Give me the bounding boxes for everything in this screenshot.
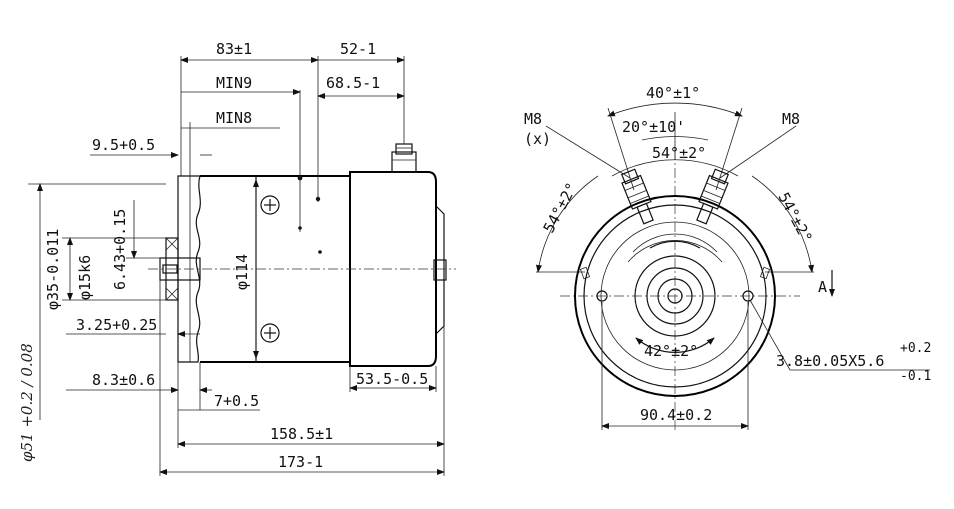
view-a-label: A [818,278,827,296]
dim-53-5: 53.5-0.5 [356,370,428,388]
angle-54-right: 54°±2° [774,189,815,245]
dim-slot-tol-down: -0.1 [900,369,931,384]
dim-phi51-handwritten: φ51 +0.2 / 0.08 [18,343,36,462]
dim-9-5: 9.5+0.5 [92,136,155,154]
dim-phi35: φ35-0.011 [44,229,62,310]
dim-phi114: φ114 [233,254,251,290]
label-m8-right: M8 [782,110,800,128]
angle-42: 42°±2° [644,342,698,360]
dim-slot: 3.8±0.05X5.6 [776,352,884,370]
angle-40: 40°±1° [646,84,700,102]
dim-8-3: 8.3±0.6 [92,371,155,389]
end-view: M8 (x) M8 40°±1° 20°±10' 54°±2° 54°±2° 5… [524,84,931,430]
terminal-right [696,168,730,225]
terminal-left [620,168,654,225]
dim-6-43: 6.43+0.15 [111,209,129,290]
dim-173: 173-1 [278,453,323,471]
motor-body [148,90,456,367]
end-dimensions [536,102,930,430]
dim-min9: MIN9 [216,74,252,92]
dim-52: 52-1 [340,40,376,58]
dim-90-4: 90.4±0.2 [640,406,712,424]
dim-83: 83±1 [216,40,252,58]
angle-54-left: 54°±2° [540,180,581,236]
dim-3-25: 3.25+0.25 [76,316,157,334]
dim-slot-tol-up: +0.2 [900,341,931,356]
angle-20: 20°±10' [622,118,685,136]
dim-7: 7+0.5 [214,392,259,410]
dim-phi15: φ15k6 [76,255,94,300]
dim-min8: MIN8 [216,109,252,127]
dim-158-5: 158.5±1 [270,425,333,443]
label-m8-left-sub: (x) [524,130,551,148]
side-dimensions [28,56,445,476]
side-view: 83±1 52-1 MIN9 68.5-1 MIN8 9.5+0.5 6.43+… [18,40,456,476]
side-labels: 83±1 52-1 MIN9 68.5-1 MIN8 9.5+0.5 6.43+… [18,40,428,471]
label-m8-left: M8 [524,110,542,128]
dim-68-5: 68.5-1 [326,74,380,92]
angle-54-top: 54°±2° [652,144,706,162]
